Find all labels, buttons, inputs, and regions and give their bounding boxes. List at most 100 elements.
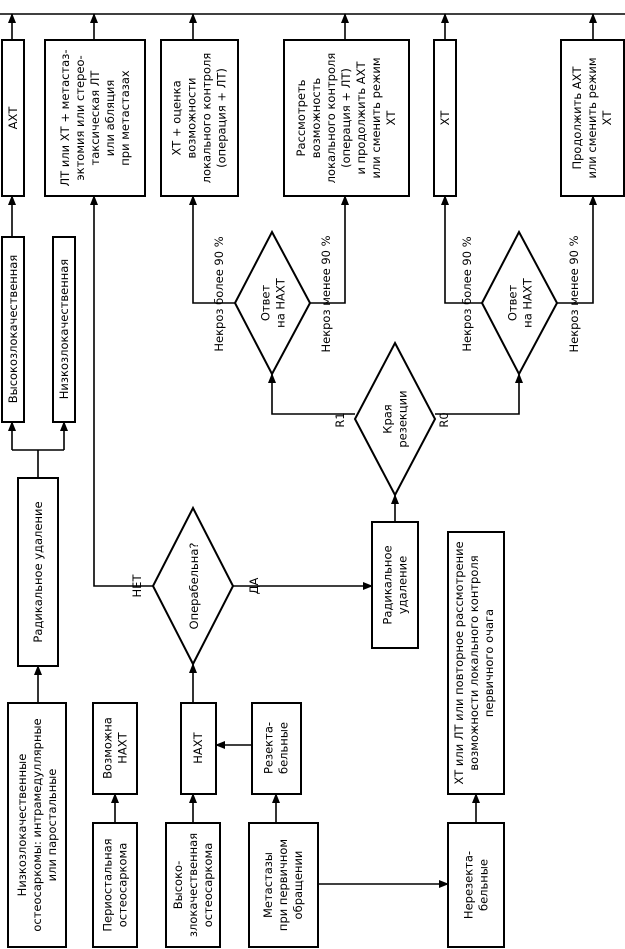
node-text-line: Ответ — [506, 285, 520, 322]
node-text: Рассмотретьвозможностьлокального контрол… — [294, 53, 398, 184]
label-r0: R0 — [437, 412, 451, 427]
node-text-line: остеосаркомы: интрамедуллярные — [30, 718, 44, 931]
label-necrosis-less-2: Некроз менее 90 % — [567, 235, 581, 352]
node-text-line: Периостальная — [101, 838, 115, 931]
node-text-line: возможность — [309, 78, 323, 159]
node-text-line: Возможна — [101, 717, 115, 779]
node-radical-removal-1: Радикальное удаление — [17, 477, 59, 667]
node-text-line: эктомия или стерео- — [73, 55, 87, 180]
node-text-line: (операция + ЛТ) — [339, 68, 353, 168]
label-necrosis-less-1: Некроз менее 90 % — [319, 235, 333, 352]
node-text-line: Нерезекта- — [462, 851, 476, 919]
decision-response-2: Ответна НАХТ — [480, 229, 559, 377]
node-text: Высокозлокачественная — [6, 255, 20, 404]
node-text-line: или сменить режим — [585, 57, 599, 178]
node-ct: ХТ — [433, 39, 457, 197]
node-text-line: или абляция — [103, 80, 117, 157]
node-text-line: НАХТ — [191, 731, 205, 763]
node-text-line: первичного очага — [482, 609, 496, 717]
node-text: Операбельна? — [187, 543, 201, 630]
node-text-line: Рассмотреть — [294, 79, 308, 156]
node-text: Низкозлокачественныеостеосаркомы: интрам… — [15, 718, 59, 931]
node-text-line: ЛТ или ХТ + метастаз- — [58, 50, 72, 187]
node-text: ВозможнаНАХТ — [101, 717, 130, 779]
node-text-line: ХТ — [438, 110, 452, 126]
node-non-resectable: Нерезекта-бельные — [447, 822, 505, 948]
node-text-line: Резекта- — [262, 722, 276, 774]
edge-radical-split — [12, 449, 64, 478]
node-metastases: Метастазыпри первичномобращении — [248, 822, 319, 948]
decision-margins: Краярезекции — [353, 340, 437, 498]
edge-operable-no — [90, 195, 153, 587]
node-text-line: и продолжить АХТ — [354, 60, 368, 174]
node-text-line: Высокозлокачественная — [6, 255, 20, 404]
node-text-line: НАХТ — [116, 731, 130, 763]
node-text-line: возможности — [185, 77, 199, 158]
node-text-line: Продолжить АХТ — [570, 65, 584, 169]
node-text-line: обращении — [291, 851, 305, 920]
node-text-line: ХТ — [600, 110, 614, 126]
node-nact: НАХТ — [180, 702, 217, 795]
node-text-line: ХТ или ЛТ или повторное рассмотрение — [452, 541, 466, 784]
edge-margins-r1 — [268, 373, 355, 415]
node-high-malignant: Высокозлокачественная — [1, 236, 25, 423]
node-text: Продолжить АХТили сменить режимХТ — [570, 57, 614, 178]
node-text-line: таксическая ЛТ — [88, 70, 102, 166]
node-text-line: на НАХТ — [274, 277, 288, 328]
node-text: Низкозлокачественная — [57, 259, 71, 399]
edge-response2-less — [557, 195, 597, 304]
node-text-line: при метастазах — [118, 70, 132, 166]
node-text-line: ХТ — [384, 110, 398, 126]
node-text: Радикальное удаление — [31, 501, 45, 642]
node-text-line: Радикальное удаление — [31, 501, 45, 642]
node-text: Метастазыпри первичномобращении — [261, 839, 305, 931]
node-text: Ответна НАХТ — [259, 277, 288, 328]
node-text-line: при первичном — [276, 839, 290, 931]
node-text-line: злокачественная — [186, 833, 200, 937]
node-text: Периостальнаяостеосаркома — [101, 838, 130, 931]
node-lt-ct-metastases: ЛТ или ХТ + метастаз-эктомия или стерео-… — [44, 39, 146, 197]
node-ct-assessment: ХТ + оценкавозможностилокального контрол… — [160, 39, 239, 197]
node-text-line: на НАХТ — [521, 277, 535, 328]
node-text-line: или сменить режим — [369, 57, 383, 178]
node-text-line: ХТ + оценка — [170, 80, 184, 155]
node-radical-removal-2: Радикальноеудаление — [371, 521, 419, 649]
decision-response-1: Ответна НАХТ — [233, 229, 312, 377]
node-text: ЛТ или ХТ + метастаз-эктомия или стерео-… — [58, 50, 132, 187]
node-text-line: (операция + ЛТ) — [215, 68, 229, 168]
node-act: АХТ — [1, 39, 25, 197]
edge-response1-less — [310, 195, 349, 304]
node-text: Резекта-бельные — [262, 722, 291, 774]
node-text: Краярезекции — [381, 390, 410, 447]
node-text-line: Низкозлокачественная — [57, 259, 71, 399]
node-text-line: Операбельна? — [187, 543, 201, 630]
node-continue-act: Продолжить АХТили сменить режимХТ — [560, 39, 625, 197]
edge-labels: НЕТ ДА R1 R0 Некроз более 90 % Некроз ме… — [130, 235, 581, 597]
node-text-line: возможности локального контроля — [467, 555, 481, 770]
node-consider-local-control: Рассмотретьвозможностьлокального контрол… — [283, 39, 410, 197]
node-periosteal: Периостальнаяостеосаркома — [92, 822, 138, 948]
node-text-line: Края — [381, 404, 395, 433]
node-text: ХТ — [438, 110, 452, 126]
node-text-line: Ответ — [259, 285, 273, 322]
node-text-line: локального контроля — [324, 53, 338, 184]
node-text-line: остеосаркома — [116, 843, 130, 928]
node-resectable: Резекта-бельные — [251, 702, 302, 795]
node-text: Ответна НАХТ — [506, 277, 535, 328]
node-low-grade: Низкозлокачественныеостеосаркомы: интрам… — [7, 702, 67, 948]
node-text: Нерезекта-бельные — [462, 851, 491, 919]
label-necrosis-more-2: Некроз более 90 % — [460, 236, 474, 351]
node-text: ХТ + оценкавозможностилокального контрол… — [170, 53, 229, 184]
node-text-line: АХТ — [6, 106, 20, 130]
node-text-line: или паростальные — [45, 769, 59, 882]
node-text-line: остеосаркома — [201, 843, 215, 928]
node-low-malignant: Низкозлокачественная — [52, 236, 76, 423]
edge-response2-more — [441, 195, 482, 304]
node-text-line: бельные — [477, 859, 491, 911]
node-text-line: Низкозлокачественные — [15, 754, 29, 897]
edge-response1-more — [189, 195, 235, 304]
node-text: НАХТ — [191, 731, 205, 763]
connectors — [7, 13, 597, 888]
label-r1: R1 — [333, 412, 347, 427]
label-necrosis-more-1: Некроз более 90 % — [212, 236, 226, 351]
